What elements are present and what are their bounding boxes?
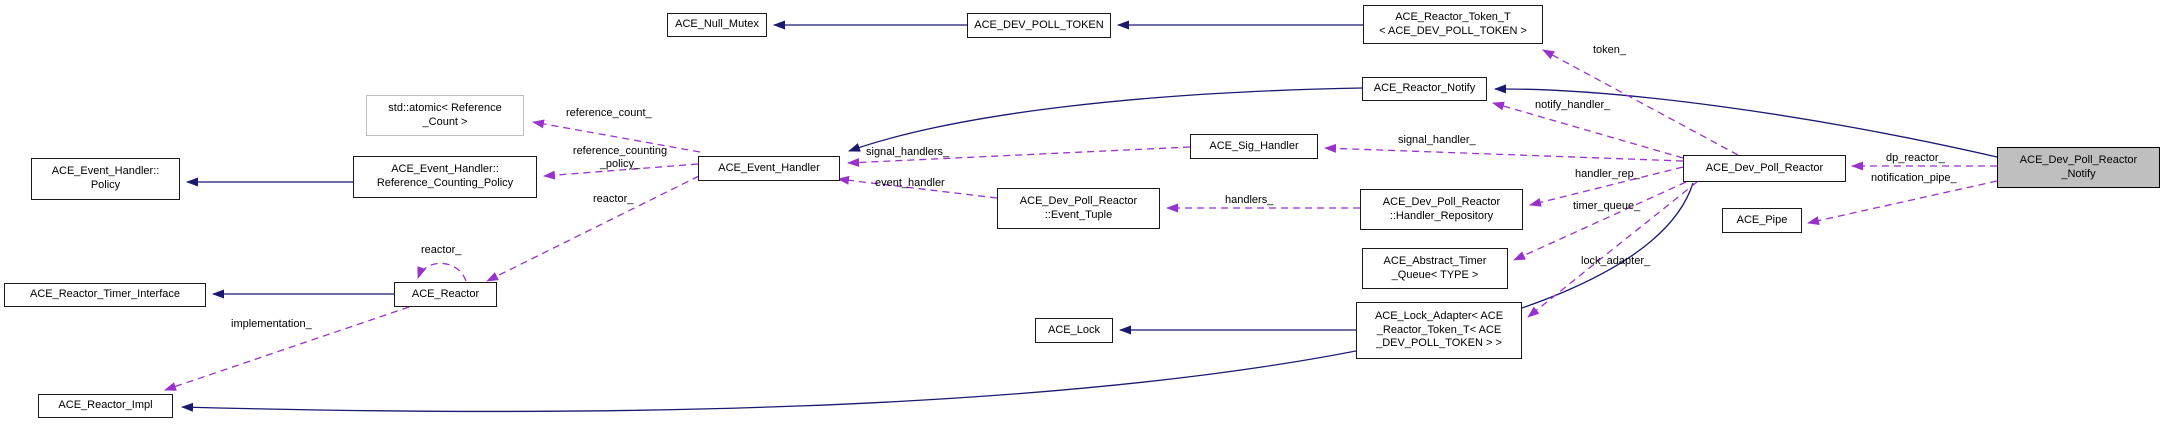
node-ace-reactor-timer-interface[interactable]: ACE_Reactor_Timer_Interface [4,283,206,307]
edge-reactornotify-inherits-eventhandler [848,87,1363,152]
edge-devpollnotify-inherits-reactornotify [1494,84,1998,158]
edge-label-implementation: implementation_ [231,318,312,330]
edge-member-reference-count [532,119,701,153]
node-ace-dev-poll-reactor[interactable]: ACE_Dev_Poll_Reactor [1683,155,1846,182]
node-ace-reactor-token-t[interactable]: ACE_Reactor_Token_T < ACE_DEV_POLL_TOKEN… [1363,5,1543,44]
node-ace-dev-poll-token[interactable]: ACE_DEV_POLL_TOKEN [967,13,1111,38]
edge-member-reactor-selfloop [417,262,467,282]
node-ace-pipe[interactable]: ACE_Pipe [1722,208,1802,233]
edge-label-reference-count: reference_count_ [566,107,652,119]
node-ace-null-mutex[interactable]: ACE_Null_Mutex [667,13,767,37]
edge-member-implementation [164,306,410,391]
edge-label-notify-handler: notify_handler_ [1535,99,1611,111]
node-ace-event-handler-policy[interactable]: ACE_Event_Handler:: Policy [31,158,180,200]
edge-member-notification-pipe [1807,180,1998,226]
node-ace-dev-poll-reactor-notify: ACE_Dev_Poll_Reactor _Notify [1997,147,2160,188]
edge-label-notification-pipe: notification_pipe_ [1871,172,1957,184]
edge-member-notify-handler [1492,101,1684,159]
edge-label-signal-handlers: signal_handlers_ [866,146,950,158]
edge-member-lock-adapter [1527,181,1698,318]
edge-label-reactor-member: reactor_ [593,193,634,205]
edge-label-token: token_ [1593,44,1627,56]
node-ace-reactor[interactable]: ACE_Reactor [394,282,497,307]
edge-label-event-handler: event_handler [875,177,945,189]
edge-member-event-handler [837,175,998,199]
node-ace-dev-poll-reactor-handler-repository[interactable]: ACE_Dev_Poll_Reactor ::Handler_Repositor… [1360,189,1523,230]
edge-member-signal-handler [1324,143,1684,162]
node-ace-dev-poll-reactor-event-tuple[interactable]: ACE_Dev_Poll_Reactor ::Event_Tuple [997,188,1160,229]
node-std-atomic[interactable]: std::atomic< Reference _Count > [366,95,524,136]
edge-label-reactor-self: reactor_ [421,244,462,256]
edge-label-reference-counting-policy: reference_counting _policy_ [572,145,668,170]
node-ace-lock-adapter[interactable]: ACE_Lock_Adapter< ACE _Reactor_Token_T< … [1356,302,1522,359]
edge-member-reactor [486,175,700,282]
node-ace-lock[interactable]: ACE_Lock [1035,318,1113,343]
node-ace-event-handler[interactable]: ACE_Event_Handler [698,156,840,181]
edge-label-handlers: handlers_ [1225,194,1274,206]
node-ace-event-handler-reference-counting-policy[interactable]: ACE_Event_Handler:: Reference_Counting_P… [353,156,537,198]
edge-label-dp-reactor: dp_reactor_ [1886,152,1945,164]
node-ace-reactor-impl[interactable]: ACE_Reactor_Impl [38,394,173,418]
node-ace-abstract-timer-queue[interactable]: ACE_Abstract_Timer _Queue< TYPE > [1362,248,1508,289]
edge-member-handler-rep [1529,166,1684,207]
node-ace-reactor-notify[interactable]: ACE_Reactor_Notify [1362,77,1487,101]
edge-devpollreactor-inherits-reactorimpl [181,182,1694,413]
edge-label-lock-adapter: lock_adapter_ [1581,255,1651,267]
edge-label-timer-queue: timer_queue_ [1573,200,1641,212]
edge-member-signal-handlers [847,146,1191,167]
edge-member-token [1542,49,1739,156]
node-ace-sig-handler[interactable]: ACE_Sig_Handler [1190,134,1318,159]
edge-member-timer-queue [1513,181,1687,261]
edge-label-signal-handler: signal_handler_ [1398,134,1476,146]
edge-label-handler-rep: handler_rep_ [1575,168,1640,180]
edge-member-reference-counting-policy [543,163,699,180]
